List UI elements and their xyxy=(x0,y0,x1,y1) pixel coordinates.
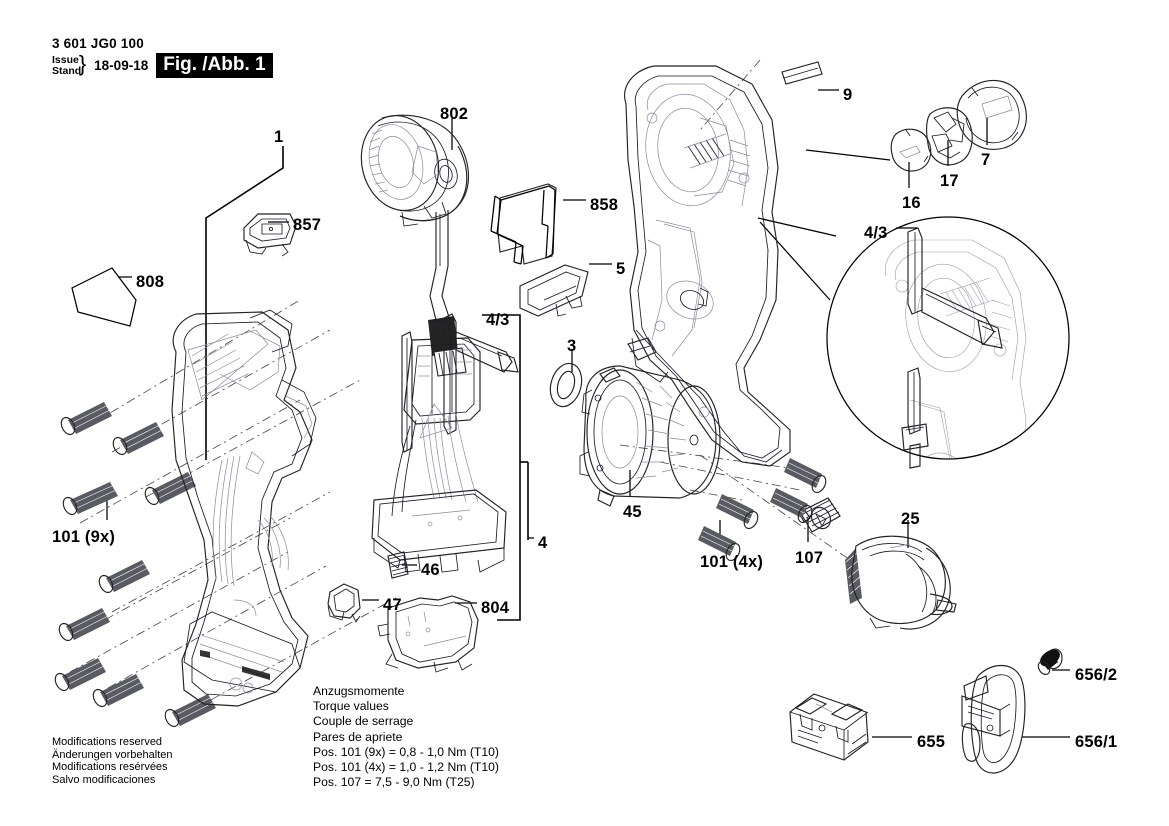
callout-4: 4 xyxy=(538,534,548,552)
callout-7: 7 xyxy=(981,151,991,169)
part-hook-screw-656-2 xyxy=(1037,648,1063,676)
modifications-note: Modifications reserved Änderungen vorbeh… xyxy=(52,736,172,786)
part-screws-101-4x xyxy=(698,458,827,562)
part-disc-16 xyxy=(890,128,932,172)
callout-9: 9 xyxy=(843,86,853,104)
callout-4-3: 4/3 xyxy=(486,311,510,329)
part-led-lens-857 xyxy=(243,213,297,257)
callout-17: 17 xyxy=(940,172,959,190)
screw xyxy=(60,402,112,436)
torque-title-2: Couple de serrage xyxy=(313,714,414,729)
screw xyxy=(92,674,144,708)
part-bit-holder-655 xyxy=(789,693,869,761)
screw xyxy=(784,458,827,494)
part-belt-hook-656-1 xyxy=(961,664,1026,774)
callout-16: 16 xyxy=(902,194,921,212)
part-o-ring-3 xyxy=(549,362,583,408)
part-cap-7 xyxy=(956,79,1027,150)
callout-808: 808 xyxy=(136,273,165,291)
callout-47: 47 xyxy=(383,596,402,614)
screw xyxy=(98,560,150,594)
part-housing-left-half xyxy=(171,309,317,707)
screw xyxy=(62,482,118,516)
screw xyxy=(716,494,759,530)
part-motor-45 xyxy=(579,365,721,507)
callout-804: 804 xyxy=(481,599,510,617)
brace-glyph: } xyxy=(78,51,87,76)
modifications-line-1: Änderungen vorbehalten xyxy=(52,748,173,761)
torque-value-0: Pos. 101 (9x) = 0,8 - 1,0 Nm (T10) xyxy=(313,744,499,759)
screw xyxy=(112,422,164,456)
screw xyxy=(164,694,216,728)
torque-title-0: Anzugsmomente xyxy=(313,684,405,698)
callout-1: 1 xyxy=(274,128,284,146)
part-housing-right-half xyxy=(624,65,791,467)
callout-857: 857 xyxy=(293,216,322,234)
torque-note: Anzugsmomente Torque values Couple de se… xyxy=(313,684,499,790)
callout-656-2: 656/2 xyxy=(1075,666,1118,684)
part-electronics-804-group xyxy=(371,337,507,673)
stand-label: Stand xyxy=(52,64,82,77)
issue-stand-label: Issue Stand } xyxy=(52,51,87,77)
callout-802: 802 xyxy=(440,105,469,123)
leader-lines xyxy=(106,89,1070,738)
part-screws-101-9x xyxy=(54,402,216,728)
part-switch-cover-5 xyxy=(519,264,589,317)
callout-107: 107 xyxy=(795,549,824,567)
torque-value-2: Pos. 107 = 7,5 - 9,0 Nm (T25) xyxy=(313,775,475,790)
callout-858: 858 xyxy=(590,196,619,214)
callout-101-9x: 101 (9x) xyxy=(52,528,116,546)
issue-label: Issue xyxy=(52,54,79,66)
torque-title-1: Torque values xyxy=(313,699,389,714)
callout-45: 45 xyxy=(623,503,642,521)
callout-4-3-detail: 4/3 xyxy=(864,224,888,242)
callout-655: 655 xyxy=(917,733,946,751)
part-wire-clip-858 xyxy=(490,183,557,265)
screw xyxy=(54,658,106,692)
part-spring-46 xyxy=(387,551,409,579)
callout-5: 5 xyxy=(616,260,626,278)
callout-46: 46 xyxy=(421,561,440,579)
modifications-line-2: Modifications resérvées xyxy=(52,761,168,774)
callout-101-4x: 101 (4x) xyxy=(700,553,764,571)
screw xyxy=(698,526,741,562)
callout-25: 25 xyxy=(901,510,920,528)
screw xyxy=(770,488,813,524)
title-block: 3 601 JG0 100 Issue Stand } 18-09-18 Fig… xyxy=(52,36,273,78)
part-nameplate-808 xyxy=(71,267,137,327)
part-chuck-25 xyxy=(845,535,957,630)
torque-title-3: Pares de apriete xyxy=(313,729,403,744)
screw xyxy=(58,608,110,642)
modifications-line-0: Modifications reserved xyxy=(52,736,163,748)
callout-656-1: 656/1 xyxy=(1075,733,1118,751)
part-number: 3 601 JG0 100 xyxy=(52,36,144,51)
part-strip-9 xyxy=(781,61,823,85)
issue-date: 18-09-18 xyxy=(94,58,149,73)
part-gearbox-802 xyxy=(360,114,469,377)
detail-callout-connectors xyxy=(757,149,891,301)
torque-value-1: Pos. 101 (4x) = 1,0 - 1,2 Nm (T10) xyxy=(313,760,499,775)
part-selector-4-3 xyxy=(401,313,519,453)
figure-badge: Fig. /Abb. 1 xyxy=(156,53,273,78)
part-button-47 xyxy=(327,583,361,623)
detail-circle-inset xyxy=(826,216,1070,469)
screw xyxy=(144,472,196,506)
modifications-line-3: Salvo modificaciones xyxy=(52,773,156,786)
callout-3: 3 xyxy=(567,337,577,355)
